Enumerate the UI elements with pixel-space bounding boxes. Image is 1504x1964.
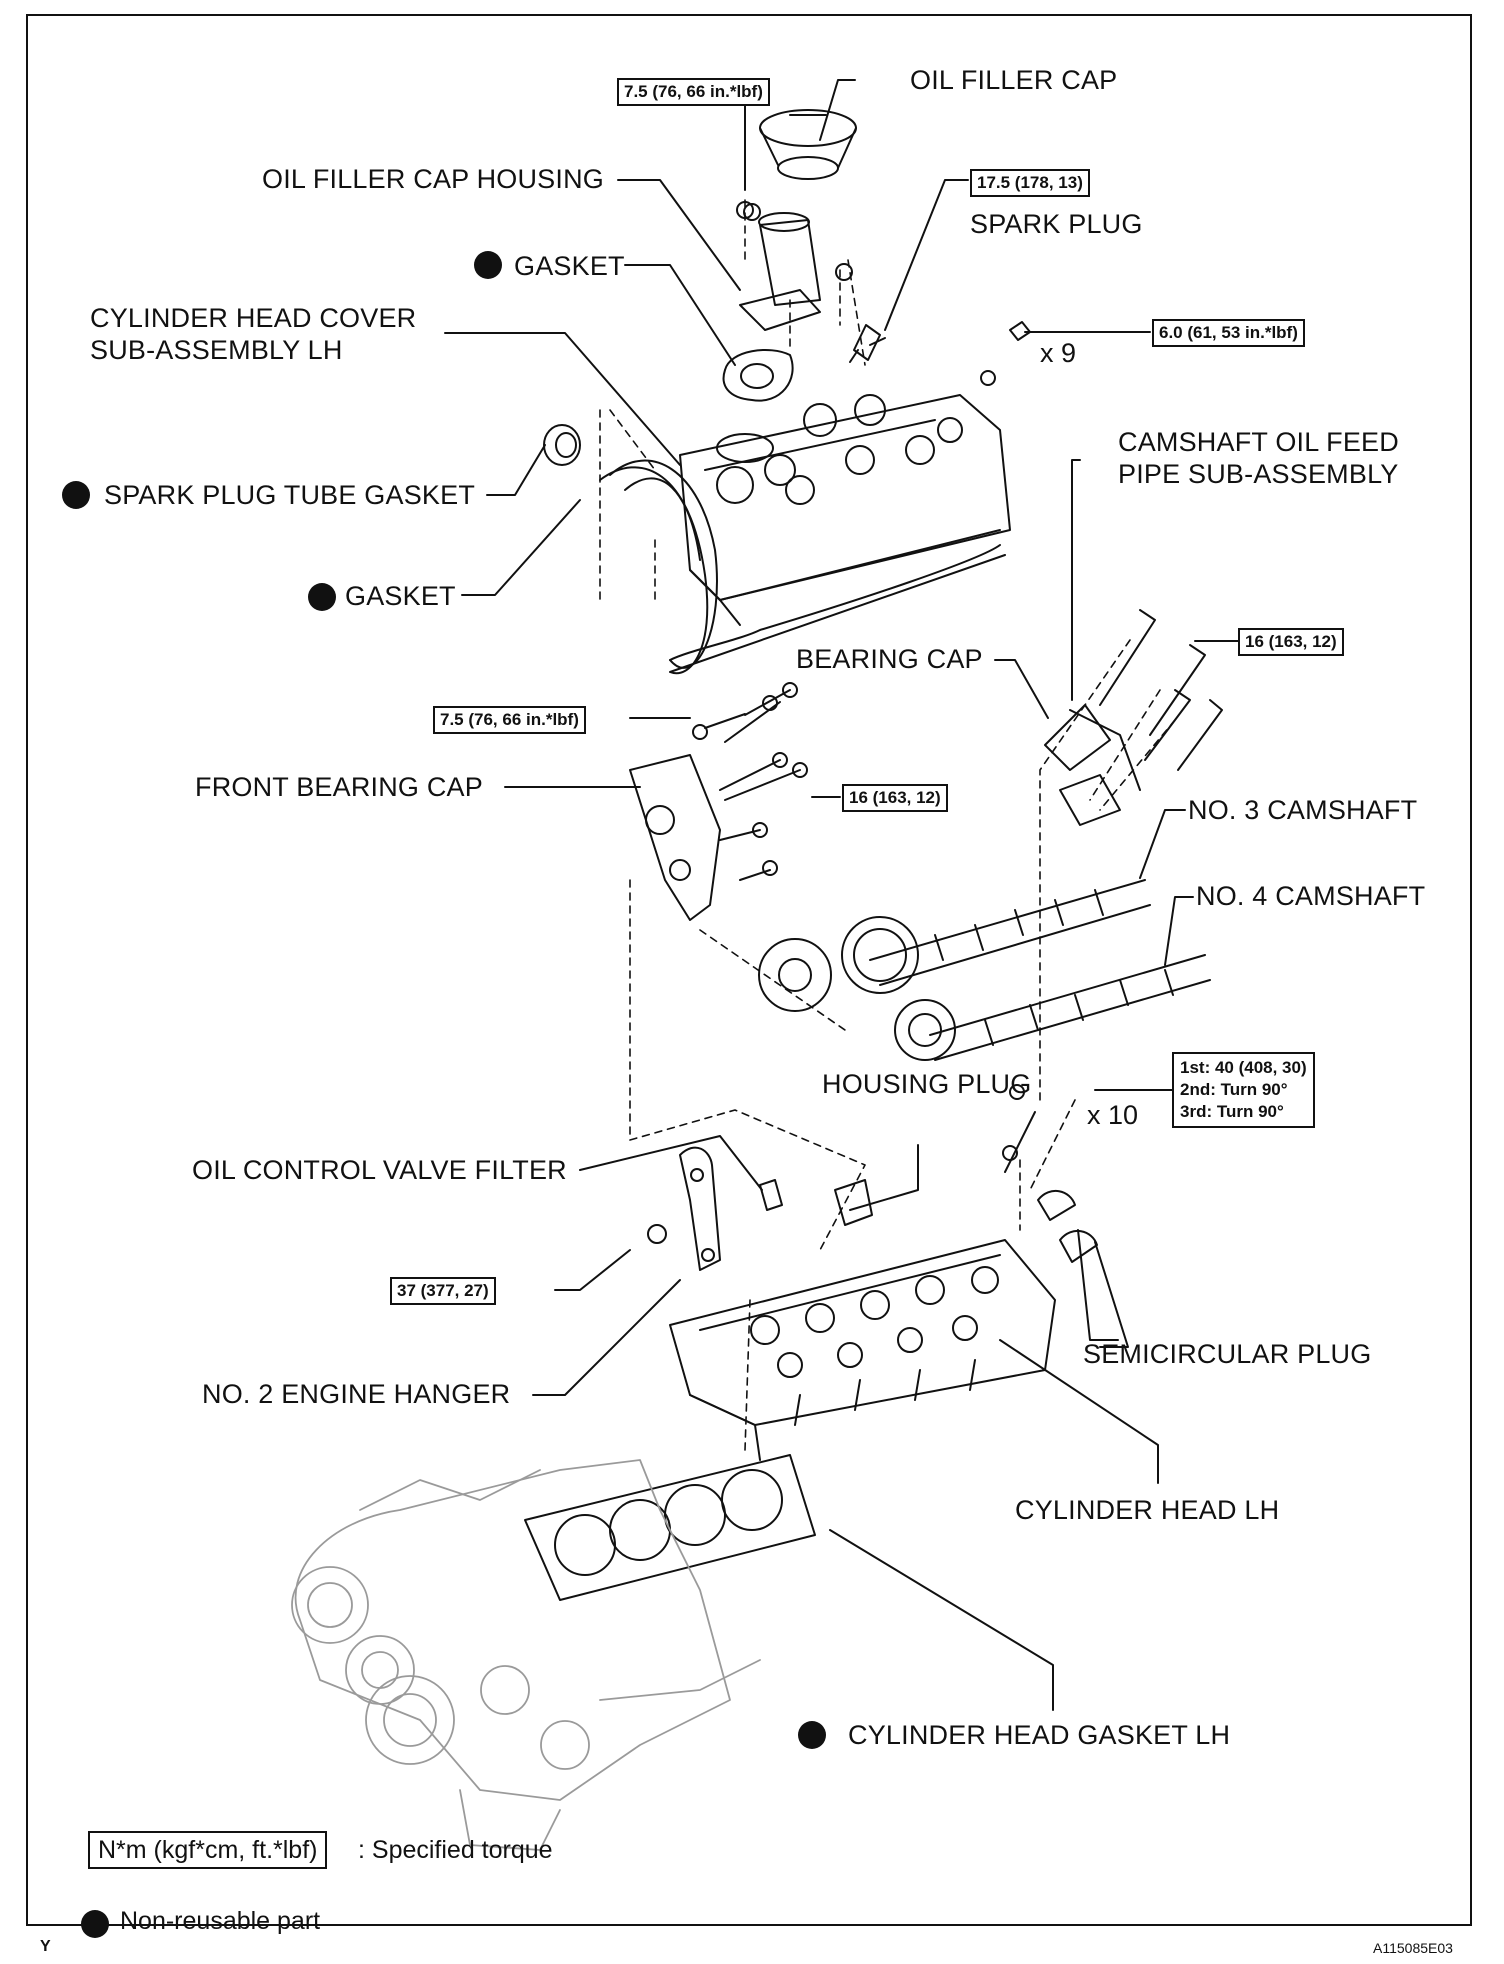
torque-head-bolts: 1st: 40 (408, 30) 2nd: Turn 90° 3rd: Tur… bbox=[1172, 1052, 1315, 1128]
non-reusable-dots bbox=[62, 251, 826, 1938]
label-spark-plug: SPARK PLUG bbox=[970, 209, 1143, 239]
label-no2-engine-hanger: NO. 2 ENGINE HANGER bbox=[202, 1379, 511, 1409]
label-front-bearing-cap: FRONT BEARING CAP bbox=[195, 772, 483, 802]
label-oil-control-valve-filter: OIL CONTROL VALVE FILTER bbox=[192, 1155, 567, 1185]
label-oil-filler-cap-housing: OIL FILLER CAP HOUSING bbox=[262, 164, 604, 194]
spark-plug-tube-gasket-shape bbox=[543, 424, 581, 466]
footer-left-mark: Y bbox=[40, 1938, 51, 1955]
torque-bearing-cap: 16 (163, 12) bbox=[1238, 628, 1344, 656]
label-spark-plug-tube-gasket: SPARK PLUG TUBE GASKET bbox=[104, 480, 476, 510]
footer-figure-id: A115085E03 bbox=[1373, 1940, 1453, 1956]
label-no4-camshaft: NO. 4 CAMSHAFT bbox=[1196, 881, 1426, 911]
alignment-dashes bbox=[599, 199, 1176, 1451]
torque-spark-plug: 17.5 (178, 13) bbox=[970, 169, 1090, 197]
label-cylinder-head-gasket-lh: CYLINDER HEAD GASKET LH bbox=[848, 1720, 1231, 1750]
torque-head-bolt-step2: 2nd: Turn 90° bbox=[1180, 1080, 1288, 1099]
multiplier-cover-bolts: x 9 bbox=[1040, 338, 1077, 368]
label-gasket-cover: GASKET bbox=[345, 581, 456, 611]
head-gasket-shape bbox=[524, 1454, 816, 1601]
legend-non-reusable: Non-reusable part bbox=[120, 1907, 321, 1935]
label-semicircular-plug: SEMICIRCULAR PLUG bbox=[1083, 1339, 1372, 1369]
small-bolts bbox=[647, 201, 1036, 1244]
legend-torque-description: : Specified torque bbox=[358, 1836, 553, 1864]
diagram-frame bbox=[26, 14, 1472, 1926]
torque-head-bolt-step1: 1st: 40 (408, 30) bbox=[1180, 1058, 1307, 1077]
torque-filler-housing: 7.5 (76, 66 in.*lbf) bbox=[617, 78, 770, 106]
spark-plug-shape bbox=[849, 324, 886, 363]
multiplier-head-bolts: x 10 bbox=[1087, 1100, 1139, 1130]
label-bearing-cap: BEARING CAP bbox=[796, 644, 983, 674]
label-cylinder-head-cover-line2: SUB-ASSEMBLY LH bbox=[90, 335, 343, 365]
torque-cover-bolts: 6.0 (61, 53 in.*lbf) bbox=[1152, 319, 1305, 347]
label-camshaft-oil-feed-line2: PIPE SUB-ASSEMBLY bbox=[1118, 459, 1399, 489]
label-oil-filler-cap: OIL FILLER CAP bbox=[910, 65, 1118, 95]
legend-torque-units: N*m (kgf*cm, ft.*lbf) bbox=[88, 1831, 328, 1869]
torque-head-bolt-step3: 3rd: Turn 90° bbox=[1180, 1102, 1284, 1121]
engine-hanger-shape bbox=[679, 1146, 873, 1271]
oil-filler-housing-shape bbox=[722, 203, 821, 402]
label-cylinder-head-lh: CYLINDER HEAD LH bbox=[1015, 1495, 1280, 1525]
front-bearing-cap-shape bbox=[629, 682, 808, 921]
semicircular-plugs-shape bbox=[1037, 1190, 1098, 1263]
label-cylinder-head-cover-line1: CYLINDER HEAD COVER bbox=[90, 303, 417, 333]
label-gasket-housing: GASKET bbox=[514, 251, 625, 281]
oil-filler-cap-shape bbox=[759, 109, 857, 180]
camshaft-bolts bbox=[1044, 609, 1223, 826]
torque-front-cap-small: 7.5 (76, 66 in.*lbf) bbox=[433, 706, 586, 734]
label-no3-camshaft: NO. 3 CAMSHAFT bbox=[1188, 795, 1418, 825]
cylinder-head-shape bbox=[669, 1239, 1056, 1461]
torque-front-cap: 16 (163, 12) bbox=[842, 784, 948, 812]
torque-hanger: 37 (377, 27) bbox=[390, 1277, 496, 1305]
camshafts-shape bbox=[758, 879, 1211, 1061]
label-camshaft-oil-feed-line1: CAMSHAFT OIL FEED bbox=[1118, 427, 1399, 457]
leader-lines bbox=[444, 79, 1239, 1711]
label-housing-plug: HOUSING PLUG bbox=[822, 1069, 1032, 1099]
cylinder-head-cover-shape bbox=[599, 394, 1011, 675]
engine-block-shape bbox=[291, 1459, 761, 1851]
